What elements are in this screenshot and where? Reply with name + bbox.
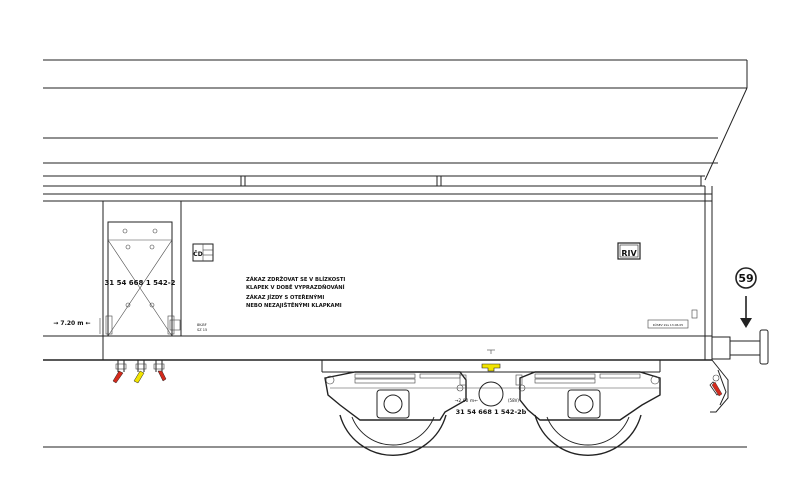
wagon-body bbox=[43, 186, 713, 361]
registration-mark bbox=[192, 243, 214, 262]
discharge-handles bbox=[112, 360, 167, 384]
yellow-lifting-symbol bbox=[481, 363, 501, 372]
wheels bbox=[339, 414, 642, 457]
notice-line-4: NEBO NEZAJIŠTĚNÝMI KLAPKAMI bbox=[246, 301, 342, 309]
body-fitting bbox=[691, 309, 698, 319]
length-label: → 7.20 m ← bbox=[53, 320, 90, 327]
revision-label: KÜSEV 2ks 13.06.05 bbox=[653, 322, 684, 327]
reg-mark-text: ČD bbox=[193, 251, 202, 258]
revision-label-box bbox=[647, 319, 689, 329]
notice-line-2: KLAPEK V DOBĚ VYPRAZDŇOVÁNÍ bbox=[246, 283, 345, 291]
end-access-panel bbox=[105, 221, 181, 337]
bogie-code: (58V) bbox=[508, 398, 519, 403]
notice-line-3: ZÁKAZ JÍZDY S OTEŘENÝMI bbox=[246, 293, 324, 301]
small-mark-1: 8K-BF bbox=[197, 323, 207, 327]
bogie-dimension: →2.00 m← bbox=[455, 398, 479, 404]
top-rail bbox=[43, 175, 705, 187]
notice-line-1: ZÁKAZ ZDRŽOVAT SE V BLÍZKOSTI bbox=[246, 275, 345, 283]
position-marker bbox=[735, 267, 757, 328]
wagon-number-left: 31 54 668 1 542-2 bbox=[104, 279, 175, 287]
position-number: 59 bbox=[738, 272, 753, 285]
bogie bbox=[324, 371, 661, 421]
wagon-number-bogie: 31 54 668 1 542-2b bbox=[456, 408, 527, 416]
riv-badge bbox=[617, 242, 641, 260]
small-mark-2: SZ 15 bbox=[197, 328, 207, 332]
red-handle-buffer bbox=[711, 381, 723, 397]
hopper-roof bbox=[43, 59, 748, 181]
riv-text: RIV bbox=[621, 249, 637, 258]
yellow-handle bbox=[133, 370, 145, 384]
red-handle-left bbox=[112, 370, 124, 384]
buffer-coupling bbox=[709, 329, 769, 413]
red-handle-right bbox=[157, 370, 167, 382]
